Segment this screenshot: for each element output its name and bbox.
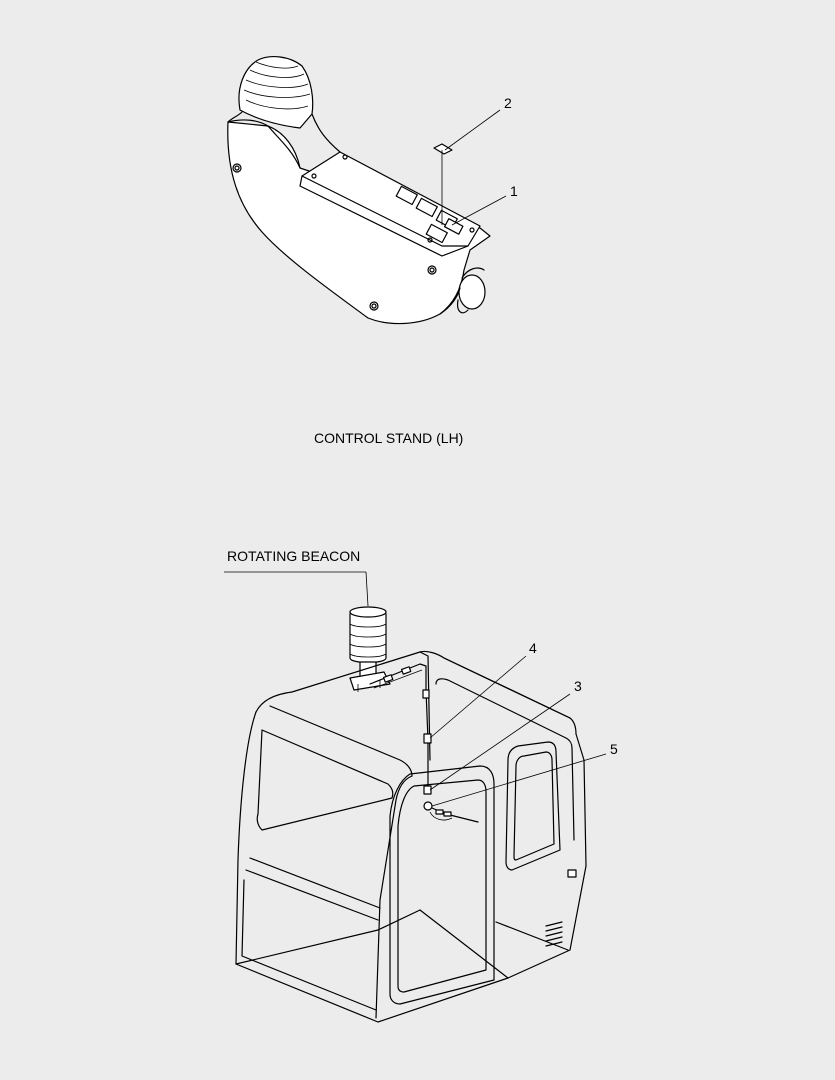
cab-drawing (235, 650, 587, 1023)
callout-1: 1 (510, 183, 518, 199)
callout-4-leader (429, 655, 527, 739)
rotating-beacon-icon (349, 606, 391, 692)
callout-3-leader (429, 693, 571, 791)
callout-2-leader (433, 109, 501, 225)
control-stand-caption: CONTROL STAND (LH) (314, 430, 463, 446)
vent-grille (545, 921, 563, 947)
control-stand-drawing (227, 56, 491, 325)
callout-5: 5 (610, 741, 618, 757)
callout-3: 3 (574, 678, 582, 694)
callout-5-leader (431, 753, 607, 807)
callout-1-leader (451, 195, 507, 226)
rotating-beacon-label: ROTATING BEACON (227, 548, 360, 564)
callout-4: 4 (529, 640, 537, 656)
callout-2: 2 (504, 95, 512, 111)
